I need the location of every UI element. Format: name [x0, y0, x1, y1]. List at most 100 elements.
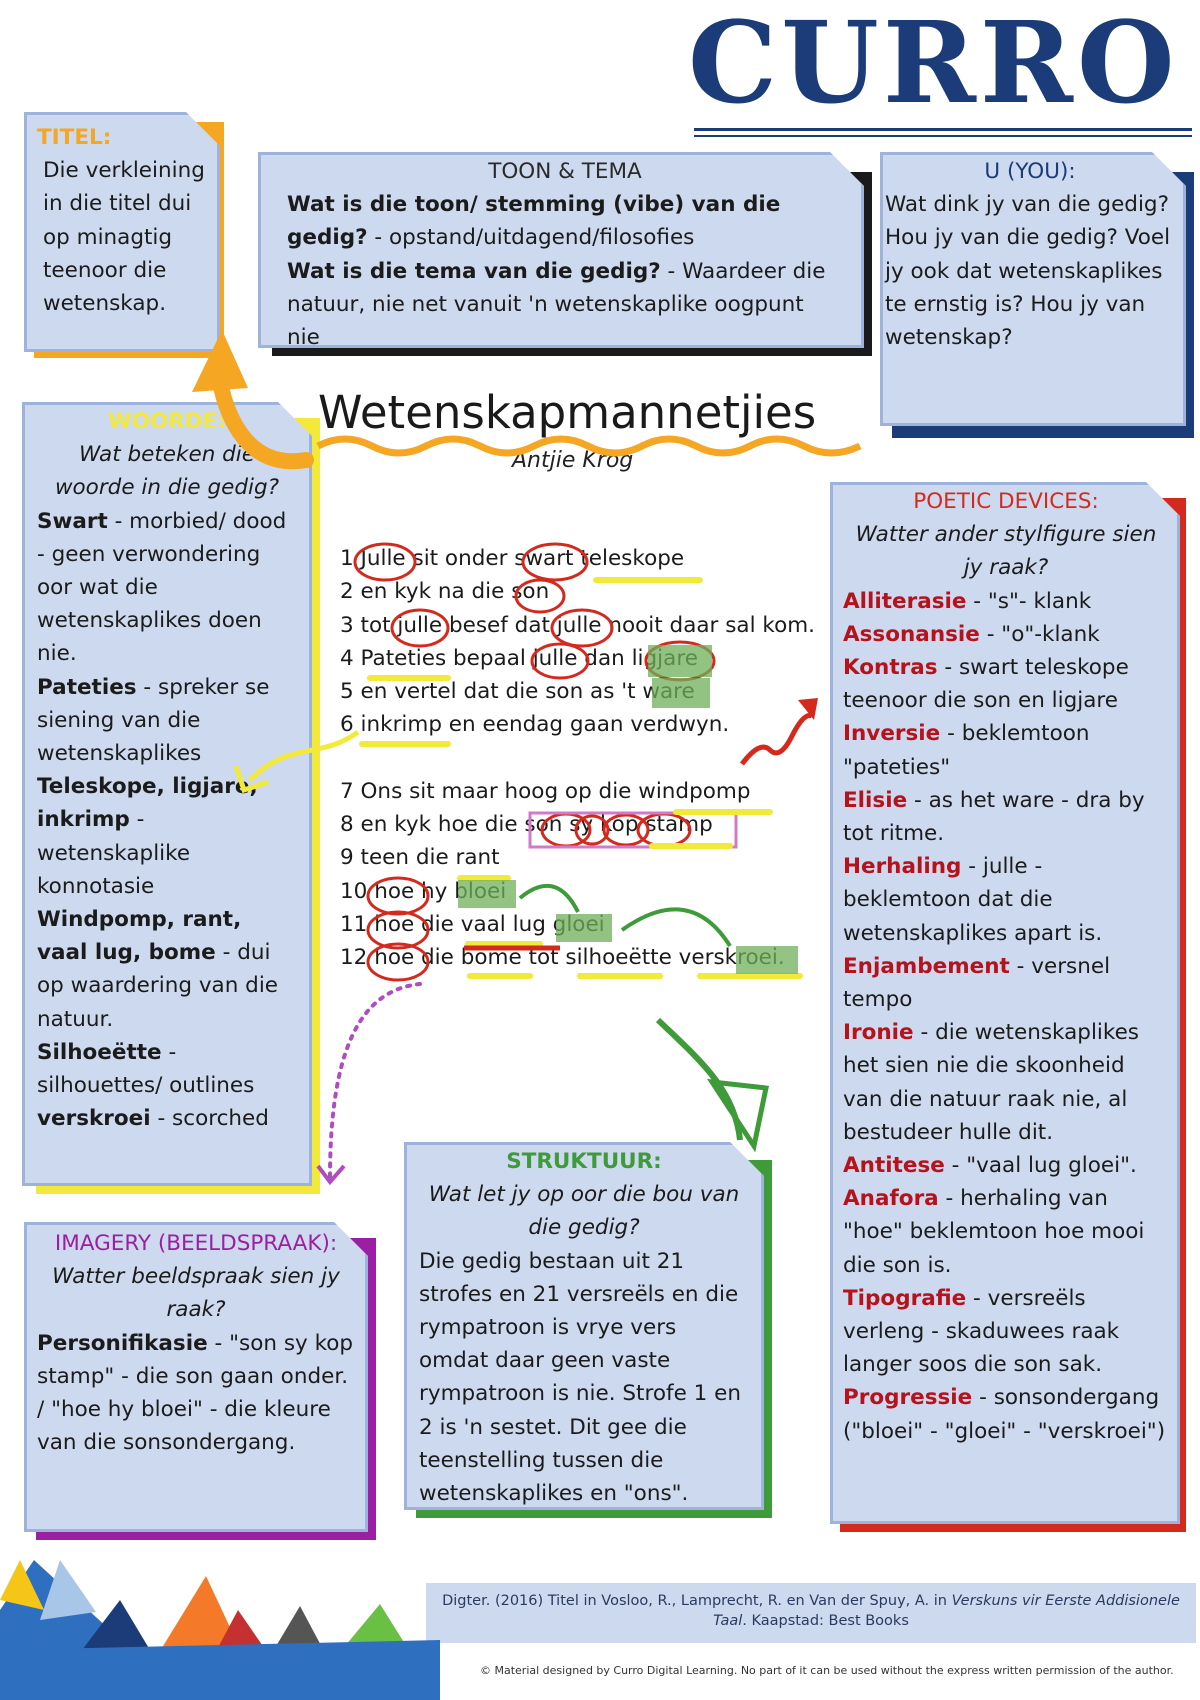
woorde-item: Windpomp, rant, vaal lug, bome - dui op …	[37, 903, 297, 1036]
device-term: Herhaling	[843, 854, 962, 880]
woorde-term: verskroei	[37, 1106, 151, 1132]
woorde-desc: - dui op waardering van die natuur.	[37, 940, 279, 1032]
poem-line: 6 inkrimp en eendag gaan verdwyn.	[340, 712, 730, 738]
copyright-notice: © Material designed by Curro Digital Lea…	[480, 1664, 1174, 1677]
poem-line: 3 tot julle besef dat julle nooit daar s…	[340, 612, 816, 638]
device-desc: - die wetenskaplikes het sien nie die sk…	[843, 1020, 1140, 1145]
device-term: Elisie	[843, 787, 908, 813]
woorde-heading: WOORDE:	[108, 409, 226, 434]
device-item: Enjambement - versnel tempo	[843, 950, 1169, 1016]
citation-text: Digter. (2016) Titel in Vosloo, R., Lamp…	[442, 1593, 952, 1609]
you-heading: U (YOU):	[984, 159, 1076, 184]
titel-card: TITEL: Die verkleining in die titel dui …	[24, 112, 220, 352]
toon-heading: TOON & TEMA	[488, 159, 642, 184]
device-item: Assonansie - "o"-klank	[843, 618, 1169, 651]
purple-arrowhead	[316, 1164, 346, 1186]
poem-line: 8 en kyk hoe die son sy kop stamp	[340, 812, 713, 838]
imagery-desc: - "son sy kop stamp" - die son gaan onde…	[37, 1330, 354, 1456]
poem-body: 1 Julle sit onder swart teleskope 2 en k…	[340, 542, 815, 975]
you-body: Wat dink jy van die gedig? Hou jy van di…	[885, 192, 1171, 351]
device-term: Enjambement	[843, 953, 1010, 979]
curro-logo: CURRO	[688, 0, 1198, 137]
device-desc: - as het ware - dra by tot ritme.	[843, 787, 1145, 847]
poem-line: 10 hoe hy bloei	[340, 878, 507, 904]
device-term: Inversie	[843, 721, 941, 747]
device-desc: - swart teleskope teenoor die son en lig…	[843, 655, 1129, 714]
woorde-question: Wat beteken die woorde in die gedig?	[54, 442, 280, 501]
device-term: Anafora	[843, 1186, 939, 1212]
device-desc: - herhaling van "hoe" beklemtoon hoe moo…	[843, 1186, 1145, 1278]
citation: Digter. (2016) Titel in Vosloo, R., Lamp…	[426, 1583, 1196, 1643]
device-term: Kontras	[843, 655, 938, 681]
devices-card: POETIC DEVICES: Watter ander stylfigure …	[830, 482, 1180, 1524]
citation-publisher: . Kaapstad: Best Books	[742, 1613, 909, 1629]
device-desc: - versnel tempo	[843, 953, 1111, 1013]
woorde-desc: - morbied/ dood - geen verwondering oor …	[37, 508, 287, 667]
stanza-break	[340, 742, 815, 775]
woorde-item: Swart - morbied/ dood - geen verwonderin…	[37, 505, 297, 671]
woorde-item: Teleskope, ligjare, inkrimp - wetenskapl…	[37, 770, 297, 903]
device-item: Tipografie - versreëls verleng - skaduwe…	[843, 1282, 1169, 1382]
woorde-term: Windpomp, rant, vaal lug, bome	[37, 907, 242, 966]
device-item: Alliterasie - "s"- klank	[843, 585, 1169, 618]
imagery-term: Personifikasie	[37, 1330, 208, 1356]
woorde-card: WOORDE: Wat beteken die woorde in die ge…	[22, 402, 312, 1186]
woorde-desc: - wetenskaplike konnotasie	[37, 807, 191, 899]
toon-question-1: Wat is die toon/ stemming (vibe) van die…	[287, 188, 843, 254]
toon-a2: - Waardeer die natuur, nie net vanuit 'n…	[287, 258, 826, 351]
woorde-desc: - spreker se siening van die wetenskapli…	[37, 674, 270, 767]
imagery-item: Personifikasie - "son sy kop stamp" - di…	[37, 1327, 355, 1460]
green-arrow	[655, 1017, 743, 1141]
device-item: Elisie - as het ware - dra by tot ritme.	[843, 784, 1169, 850]
green-arrowhead	[706, 1078, 770, 1153]
device-item: Anafora - herhaling van "hoe" beklemtoon…	[843, 1182, 1169, 1282]
poem-line: 11 hoe die vaal lug gloei	[340, 911, 605, 937]
titel-heading: TITEL:	[37, 125, 112, 150]
toon-question-2: Wat is die tema van die gedig? - Waardee…	[287, 255, 843, 355]
device-item: Ironie - die wetenskaplikes het sien nie…	[843, 1016, 1169, 1149]
woorde-term: Pateties	[37, 674, 137, 700]
poem-line: 2 en kyk na die son	[340, 579, 550, 605]
logo-rule	[694, 135, 1192, 137]
woorde-term: Silhoeëtte	[37, 1039, 162, 1065]
mountains-graphic	[0, 1560, 440, 1700]
device-item: Kontras - swart teleskope teenoor die so…	[843, 651, 1169, 717]
devices-heading: POETIC DEVICES:	[913, 489, 1099, 514]
toon-card: TOON & TEMA Wat is die toon/ stemming (v…	[258, 152, 864, 348]
device-desc: - "o"-klank	[979, 621, 1100, 647]
logo-text: CURRO	[688, 0, 1179, 129]
device-term: Assonansie	[843, 621, 980, 647]
device-term: Tipografie	[843, 1285, 967, 1311]
poem-line: 1 Julle sit onder swart teleskope	[340, 546, 685, 571]
you-card: U (YOU): Wat dink jy van die gedig? Hou …	[880, 152, 1186, 426]
woorde-term: Teleskope, ligjare, inkrimp	[37, 774, 258, 833]
woorde-item: Silhoeëtte - silhouettes/ outlines	[37, 1036, 297, 1102]
device-term: Ironie	[843, 1020, 914, 1046]
logo-rule	[694, 128, 1192, 131]
device-desc: - julle - beklemtoon dat die wetenskapli…	[843, 854, 1103, 946]
struktuur-body: Die gedig bestaan uit 21 strofes en 21 v…	[419, 1248, 741, 1507]
device-item: Inversie - beklemtoon "pateties"	[843, 717, 1169, 783]
device-item: Progressie - sonsondergang ("bloei" - "g…	[843, 1381, 1169, 1447]
struktuur-question: Wat let jy op oor die bou van die gedig?	[428, 1182, 740, 1241]
struktuur-heading: STRUKTUUR:	[506, 1149, 662, 1174]
woorde-desc: - silhouettes/ outlines	[37, 1039, 255, 1099]
device-desc: - versreëls verleng - skaduwees raak lan…	[843, 1285, 1120, 1378]
poem-title: Wetenskapmannetjies	[318, 386, 817, 439]
device-term: Progressie	[843, 1385, 973, 1411]
citation-book: Verskuns vir Eerste Addisionele Taal	[713, 1593, 1180, 1629]
device-term: Antitese	[843, 1153, 945, 1179]
imagery-card: IMAGERY (BEELDSPRAAK): Watter beeldspraa…	[24, 1222, 368, 1532]
device-desc: - "vaal lug gloei".	[944, 1153, 1137, 1179]
woorde-term: Swart	[37, 508, 108, 534]
woorde-desc: - scorched	[150, 1106, 269, 1132]
imagery-heading: IMAGERY (BEELDSPRAAK):	[54, 1231, 338, 1256]
device-item: Antitese - "vaal lug gloei".	[843, 1149, 1169, 1182]
poem-line: 5 en vertel dat die son as 't ware	[340, 679, 695, 705]
woorde-item: verskroei - scorched	[37, 1102, 297, 1135]
device-desc: - sonsondergang ("bloei" - "gloei" - "ve…	[843, 1385, 1166, 1444]
titel-body: Die verkleining in die titel dui op mina…	[43, 158, 205, 317]
woorde-item: Pateties - spreker se siening van die we…	[37, 671, 297, 771]
device-term: Alliterasie	[843, 588, 967, 614]
toon-q1: Wat is die toon/ stemming (vibe) van die…	[287, 192, 781, 251]
